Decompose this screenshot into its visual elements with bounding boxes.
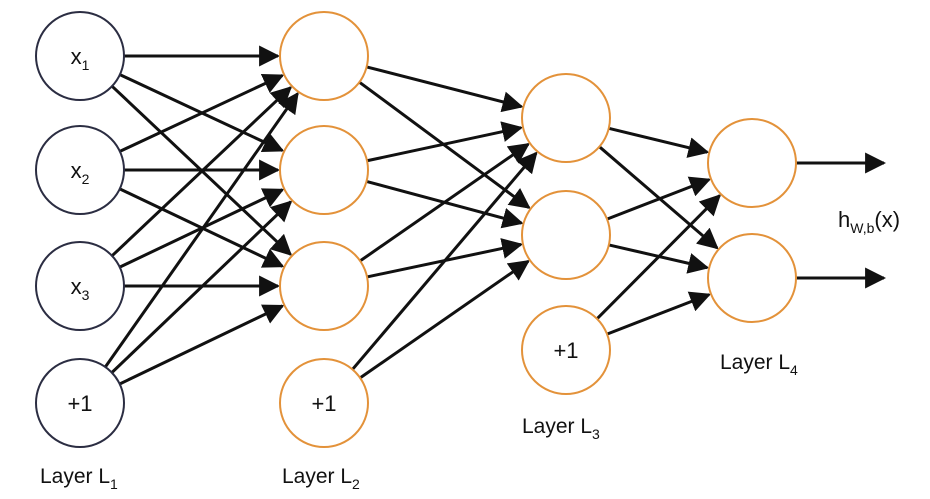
connection-arrow	[119, 73, 285, 153]
node-label-main: +1	[553, 338, 578, 363]
connection-arrow	[359, 143, 530, 263]
output-label: hW,b(x)	[838, 207, 900, 236]
connection-arrow	[110, 200, 293, 374]
node-label: +1	[311, 391, 336, 416]
layer-label: Layer L2	[282, 465, 360, 492]
neuron-node	[707, 233, 797, 323]
neuron-node	[521, 73, 611, 163]
node-label-main: x	[71, 44, 82, 69]
node-label: x2	[71, 158, 90, 187]
layer-label-main: Layer L	[40, 465, 110, 488]
layer-label-sub: 1	[110, 476, 118, 492]
neuron-node	[521, 190, 611, 280]
layer-label-main: Layer L	[720, 351, 790, 374]
neuron-node	[279, 11, 369, 101]
bias-node	[35, 358, 125, 448]
connection-arrow	[608, 126, 710, 158]
connection-arrow	[359, 260, 530, 380]
layer-label-main: Layer L	[282, 465, 352, 488]
connection-arrow	[606, 291, 712, 336]
neuron-node	[279, 241, 369, 331]
neuron-node	[279, 125, 369, 215]
node-label-main: x	[71, 274, 82, 299]
node-label: +1	[67, 391, 92, 416]
node-label: x3	[71, 274, 90, 303]
connection-arrow	[606, 176, 712, 221]
input-node	[35, 241, 125, 331]
layer-label: Layer L3	[522, 415, 600, 442]
node-label-sub: 1	[82, 57, 90, 73]
connection-arrow	[366, 121, 524, 163]
connection-arrow	[351, 151, 538, 371]
connection-arrow	[598, 145, 719, 250]
node-label: +1	[553, 338, 578, 363]
layer-label: Layer L1	[40, 465, 118, 492]
layer-label-sub: 2	[352, 476, 360, 492]
layer-label: Layer L4	[720, 351, 798, 378]
input-node	[35, 11, 125, 101]
connection-arrow	[366, 65, 524, 113]
connection-arrow	[104, 91, 299, 368]
node-label-main: +1	[67, 391, 92, 416]
layer-label-sub: 4	[790, 362, 798, 378]
node-label: x1	[71, 44, 90, 73]
node-label-sub: 3	[82, 287, 90, 303]
connection-arrow	[110, 86, 293, 257]
input-node	[35, 125, 125, 215]
node-label-sub: 2	[82, 171, 90, 187]
edges-group	[104, 45, 887, 386]
layer-label-sub: 3	[592, 426, 600, 442]
connection-arrow	[595, 194, 722, 320]
neuron-node	[707, 118, 797, 208]
connection-arrow	[119, 304, 285, 386]
node-label-main: x	[71, 158, 82, 183]
layer-label-main: Layer L	[522, 415, 592, 438]
bias-node	[521, 305, 611, 395]
node-label-main: +1	[311, 391, 336, 416]
bias-node	[279, 358, 369, 448]
